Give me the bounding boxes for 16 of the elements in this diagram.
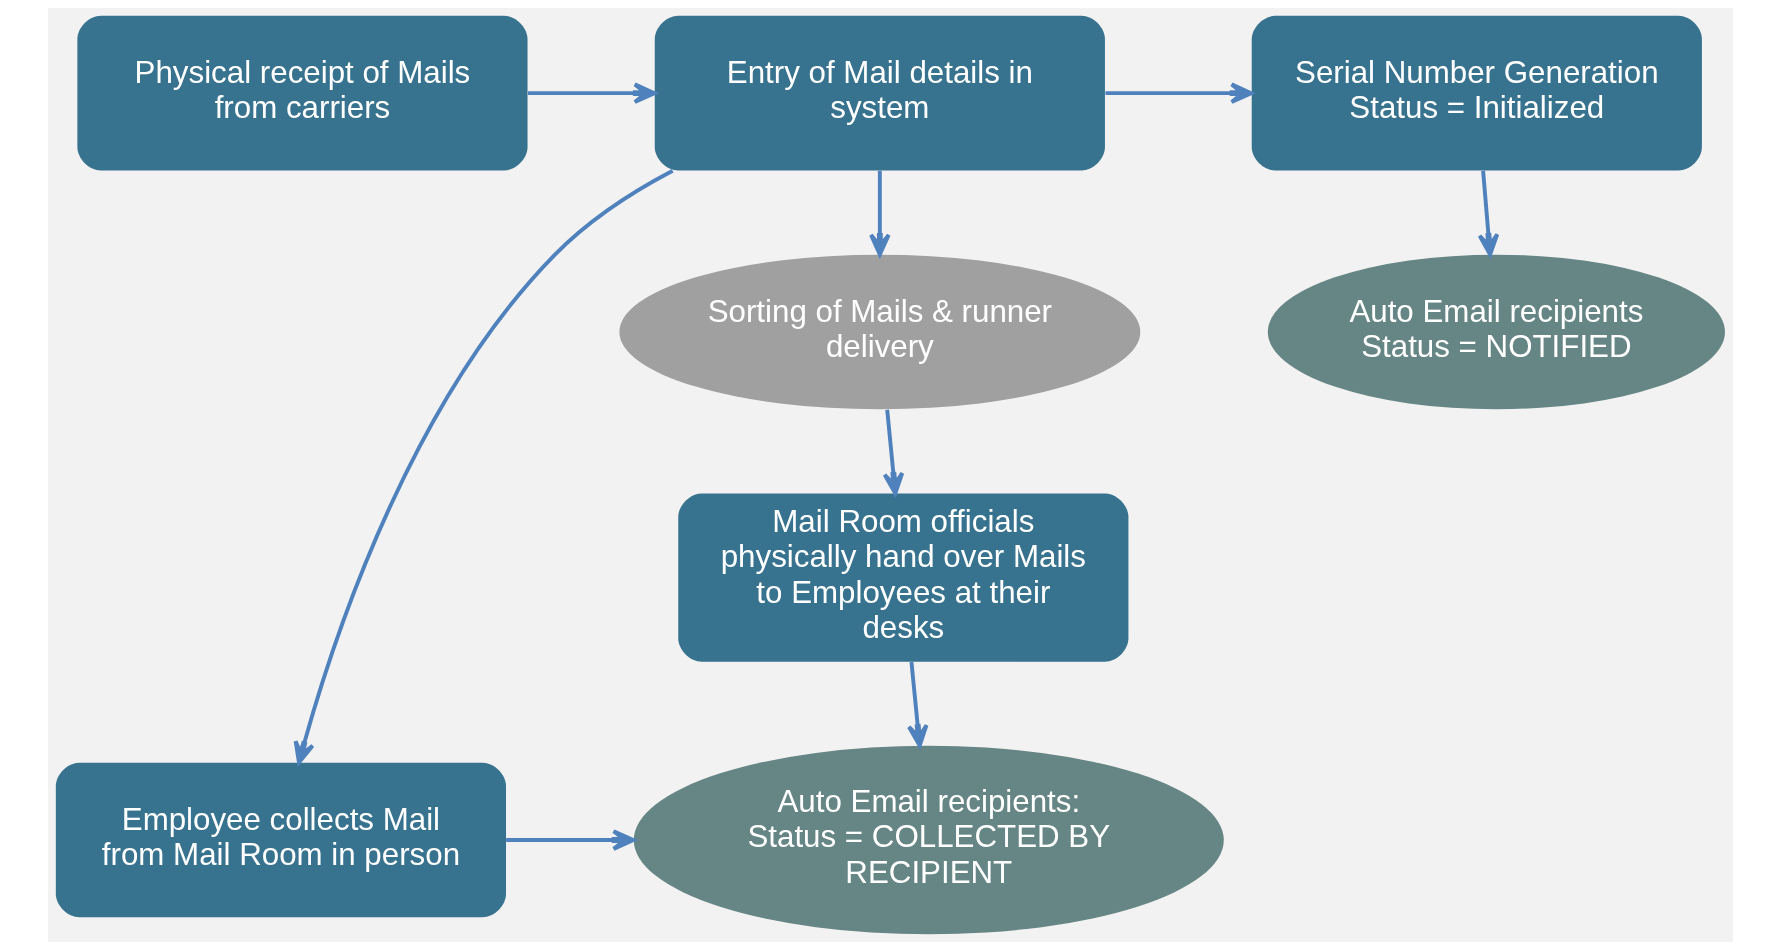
node-ellipse: Auto Email recipients: Status = COLLECTED BY RECIPIENT bbox=[633, 745, 1224, 935]
node-ellipse: Auto Email recipients Status = NOTIFIED bbox=[1267, 254, 1725, 410]
node-ellipse: Sorting of Mails & runner delivery bbox=[618, 254, 1140, 410]
arrow bbox=[882, 409, 904, 496]
node-box: Employee collects Mail from Mail Room in person bbox=[55, 762, 506, 918]
node-box: Serial Number Generation Status = Initialized bbox=[1251, 15, 1702, 171]
arrow bbox=[1477, 170, 1499, 257]
arrow bbox=[1104, 82, 1253, 104]
arrow bbox=[527, 82, 656, 104]
arrow bbox=[868, 170, 891, 257]
arrow bbox=[505, 829, 635, 851]
arrow bbox=[906, 661, 928, 748]
node-box: Entry of Mail details in system bbox=[654, 15, 1105, 171]
arrow bbox=[293, 169, 674, 765]
node-box: Physical receipt of Mails from carriers bbox=[76, 15, 528, 171]
node-box: Mail Room officials physically hand over Mails to Employees at their desks bbox=[677, 493, 1128, 662]
